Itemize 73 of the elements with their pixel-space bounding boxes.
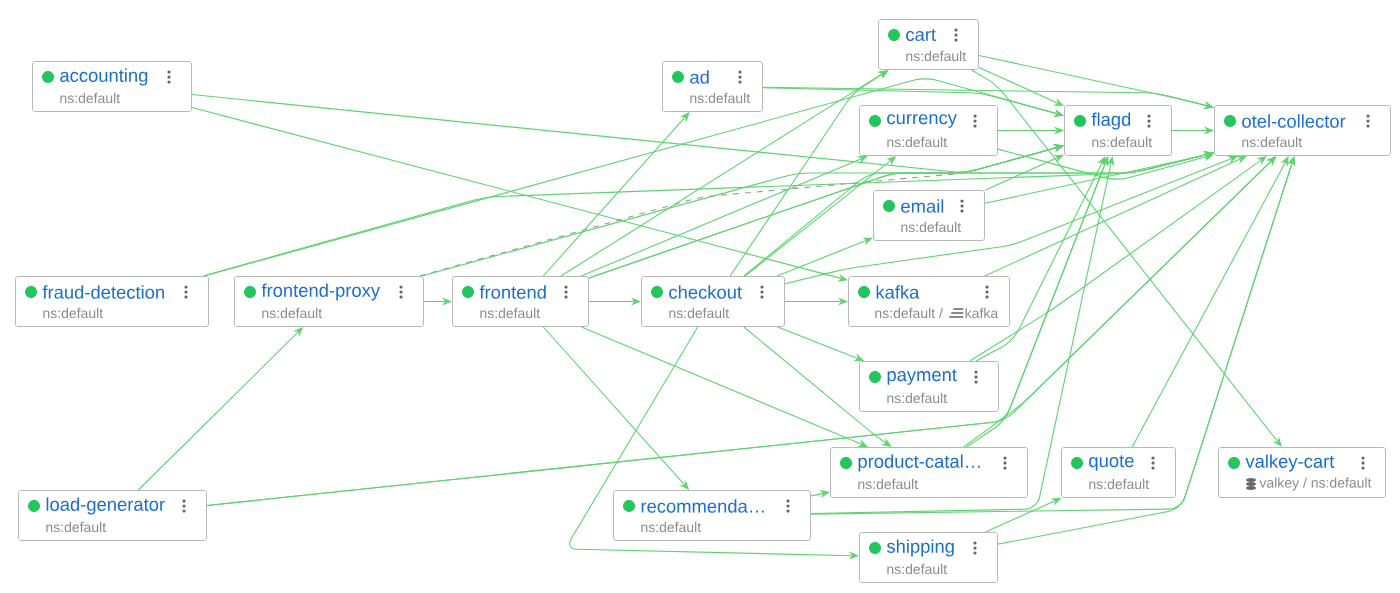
service-name: frontend bbox=[479, 285, 546, 299]
service-box bbox=[234, 276, 424, 327]
service-name: otel-collector bbox=[1242, 114, 1346, 128]
service-box bbox=[859, 105, 998, 156]
arrow bbox=[588, 151, 1214, 279]
arrow bbox=[743, 144, 1064, 277]
service-box bbox=[452, 276, 589, 327]
namespace-label: ns:default bbox=[887, 392, 947, 404]
arrow bbox=[776, 237, 873, 277]
namespace-label: ns:default bbox=[887, 136, 947, 148]
service-box bbox=[873, 190, 985, 241]
namespace-label: ns:default bbox=[641, 521, 701, 533]
namespace-label: ns:default bbox=[1092, 136, 1152, 148]
namespace-label: ns:default bbox=[690, 92, 750, 104]
service-box bbox=[613, 490, 811, 541]
namespace-label: ns:default bbox=[887, 563, 947, 575]
arrow bbox=[971, 69, 1282, 447]
service-name: accounting bbox=[60, 68, 148, 86]
arrow bbox=[969, 156, 1267, 362]
service-name: checkout bbox=[669, 285, 742, 299]
service-name: quote bbox=[1089, 455, 1134, 471]
namespace-label: ns:default bbox=[262, 307, 322, 319]
service-name: currency bbox=[887, 114, 957, 128]
arrow bbox=[984, 154, 1064, 191]
service-box bbox=[18, 490, 207, 541]
service-box bbox=[859, 532, 998, 583]
service-box bbox=[830, 447, 1028, 498]
service-name: load-generator bbox=[46, 497, 165, 515]
service-name: fraud-detection bbox=[42, 285, 164, 299]
service-name: flagd bbox=[1091, 112, 1131, 130]
namespace-label: ns:default bbox=[906, 50, 966, 62]
service-box bbox=[878, 19, 979, 70]
namespace-label: ns:default bbox=[480, 307, 540, 319]
namespace-label: ns:default / bbox=[875, 307, 943, 319]
workload-label: kafka bbox=[965, 307, 999, 319]
service-box bbox=[32, 61, 192, 112]
service-box bbox=[1214, 105, 1391, 156]
arrow bbox=[1131, 156, 1289, 448]
service-box bbox=[662, 61, 763, 112]
namespace-label: ns:default bbox=[1089, 478, 1149, 490]
arrow bbox=[978, 54, 1214, 109]
service-name: product-catal… bbox=[858, 454, 980, 472]
service-name: valkey-cart bbox=[1245, 454, 1335, 472]
namespace-label: valkey / ns:default bbox=[1259, 477, 1372, 491]
arrow bbox=[997, 148, 1214, 180]
service-box bbox=[848, 276, 1010, 327]
namespace-label: ns:default bbox=[901, 221, 961, 233]
namespace-label: ns:default bbox=[669, 307, 729, 319]
service-name: email bbox=[901, 199, 944, 213]
arrow bbox=[978, 66, 1064, 106]
service-box bbox=[15, 276, 209, 327]
namespace-label: ns:default bbox=[60, 92, 120, 104]
arrow bbox=[984, 156, 1247, 277]
arrow bbox=[542, 112, 690, 277]
service-name: kafka bbox=[876, 285, 920, 299]
service-name: ad bbox=[690, 70, 709, 84]
namespace-label: ns:default bbox=[46, 521, 106, 533]
arrow bbox=[975, 156, 1106, 362]
service-box bbox=[641, 276, 785, 327]
namespace-label: ns:default bbox=[43, 307, 103, 319]
service-name: frontend-proxy bbox=[261, 283, 380, 301]
arrow bbox=[191, 107, 848, 282]
service-name: cart bbox=[906, 28, 936, 42]
service-box bbox=[1218, 447, 1386, 498]
namespace-label: ns:default bbox=[858, 478, 918, 490]
service-name: shipping bbox=[886, 539, 954, 557]
service-box bbox=[1061, 447, 1176, 498]
service-name: recommenda… bbox=[641, 499, 764, 513]
service-name: payment bbox=[887, 369, 957, 385]
namespace-label: ns:default bbox=[1242, 136, 1302, 148]
service-box bbox=[859, 361, 999, 412]
arrow bbox=[729, 70, 889, 277]
service-box bbox=[1064, 105, 1172, 156]
